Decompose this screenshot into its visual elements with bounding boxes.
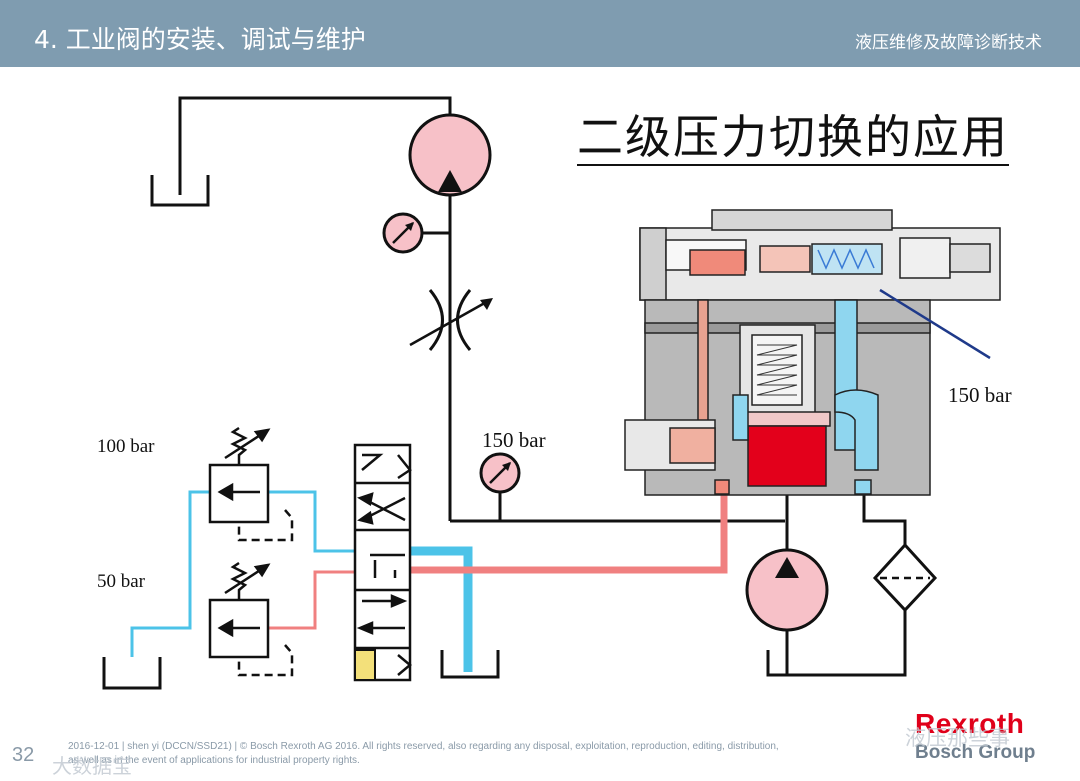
tank-top-left [150,175,210,207]
throttle-left-arc [428,289,444,351]
label-150-bar-mid: 150 bar [482,428,546,452]
directional-valve [353,443,412,682]
footer-copyright: 2016-12-01 | shen yi (DCCN/SSD21) | © Bo… [68,740,779,768]
label-100-bar: 100 bar [97,436,155,457]
tank-bottom-right [766,650,907,677]
tank-bottom-mid [440,650,500,679]
tank-return-line [178,96,452,195]
proportional-relief-valve-section [624,209,1001,496]
throttle-right-arc [456,289,472,351]
footer-line-2: as well as in the event of applications … [68,755,360,766]
label-50-bar: 50 bar [97,571,146,592]
relief-valve-50 [208,561,294,677]
pump-top-arrow [438,170,462,192]
blue-line-top [268,490,355,553]
pump-bottom-arrow [775,557,799,578]
pump-top [408,113,492,197]
brand-group: Bosch Group [915,742,1036,763]
blue-thick-line [410,546,473,672]
filter-line [862,490,907,545]
tank-bottom-left [102,657,162,690]
red-line-left [268,570,355,630]
course-title: 液压维修及故障诊断技术 [855,33,1042,53]
red-thick-line [410,488,728,574]
blue-line-left [130,490,210,657]
header-bar: 4. 工业阀的安装、调试与维护 液压维修及故障诊断技术 [0,0,1080,67]
slide-title: 二级压力切换的应用 [577,110,1009,166]
label-150-bar-right: 150 bar [948,383,1012,407]
watermark-right: 液压那些事 [905,726,1010,750]
page-number: 32 [12,744,35,766]
solenoid-indicator [354,649,376,681]
watermark-left: 大数据宝 [52,754,132,778]
footer-line-1: 2016-12-01 | shen yi (DCCN/SSD21) | © Bo… [68,741,779,752]
brand-logo: Rexroth [915,708,1025,739]
pump-bottom [745,548,829,632]
relief-valve-100 [208,426,294,542]
section-title: 4. 工业阀的安装、调试与维护 [34,25,366,54]
